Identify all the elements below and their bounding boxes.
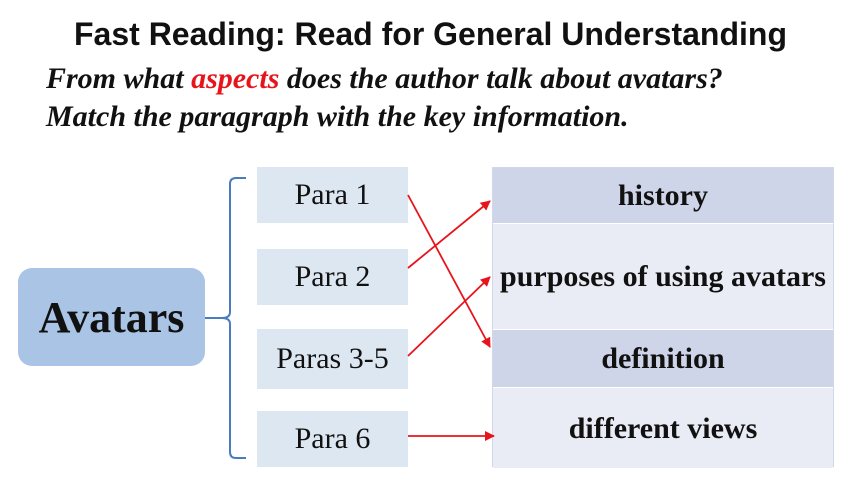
para-box-3: Paras 3-5 — [257, 329, 408, 389]
question-text-end: does the author talk about avatars? — [279, 62, 723, 95]
page-title: Fast Reading: Read for General Understan… — [74, 16, 787, 52]
question-text-start: From what — [46, 62, 192, 95]
avatars-topic-box: Avatars — [18, 268, 205, 366]
key-info-table: history purposes of using avatars defini… — [492, 167, 834, 468]
key-info-purposes: purposes of using avatars — [493, 224, 833, 330]
bracket-brace — [205, 177, 246, 459]
question-line-1: From what aspects does the author talk a… — [46, 62, 723, 96]
key-info-views: different views — [493, 388, 833, 468]
question-line-2: Match the paragraph with the key informa… — [46, 100, 629, 133]
question-highlight: aspects — [191, 62, 280, 95]
key-info-history: history — [493, 168, 833, 224]
arrow-paras3-purposes — [407, 276, 491, 357]
para-box-2: Para 2 — [257, 249, 408, 305]
arrow-para1-definition — [407, 194, 491, 348]
para-box-1: Para 1 — [257, 167, 408, 223]
para-box-4: Para 6 — [257, 411, 408, 467]
key-info-definition: definition — [493, 330, 833, 388]
arrow-para2-history — [407, 200, 491, 269]
